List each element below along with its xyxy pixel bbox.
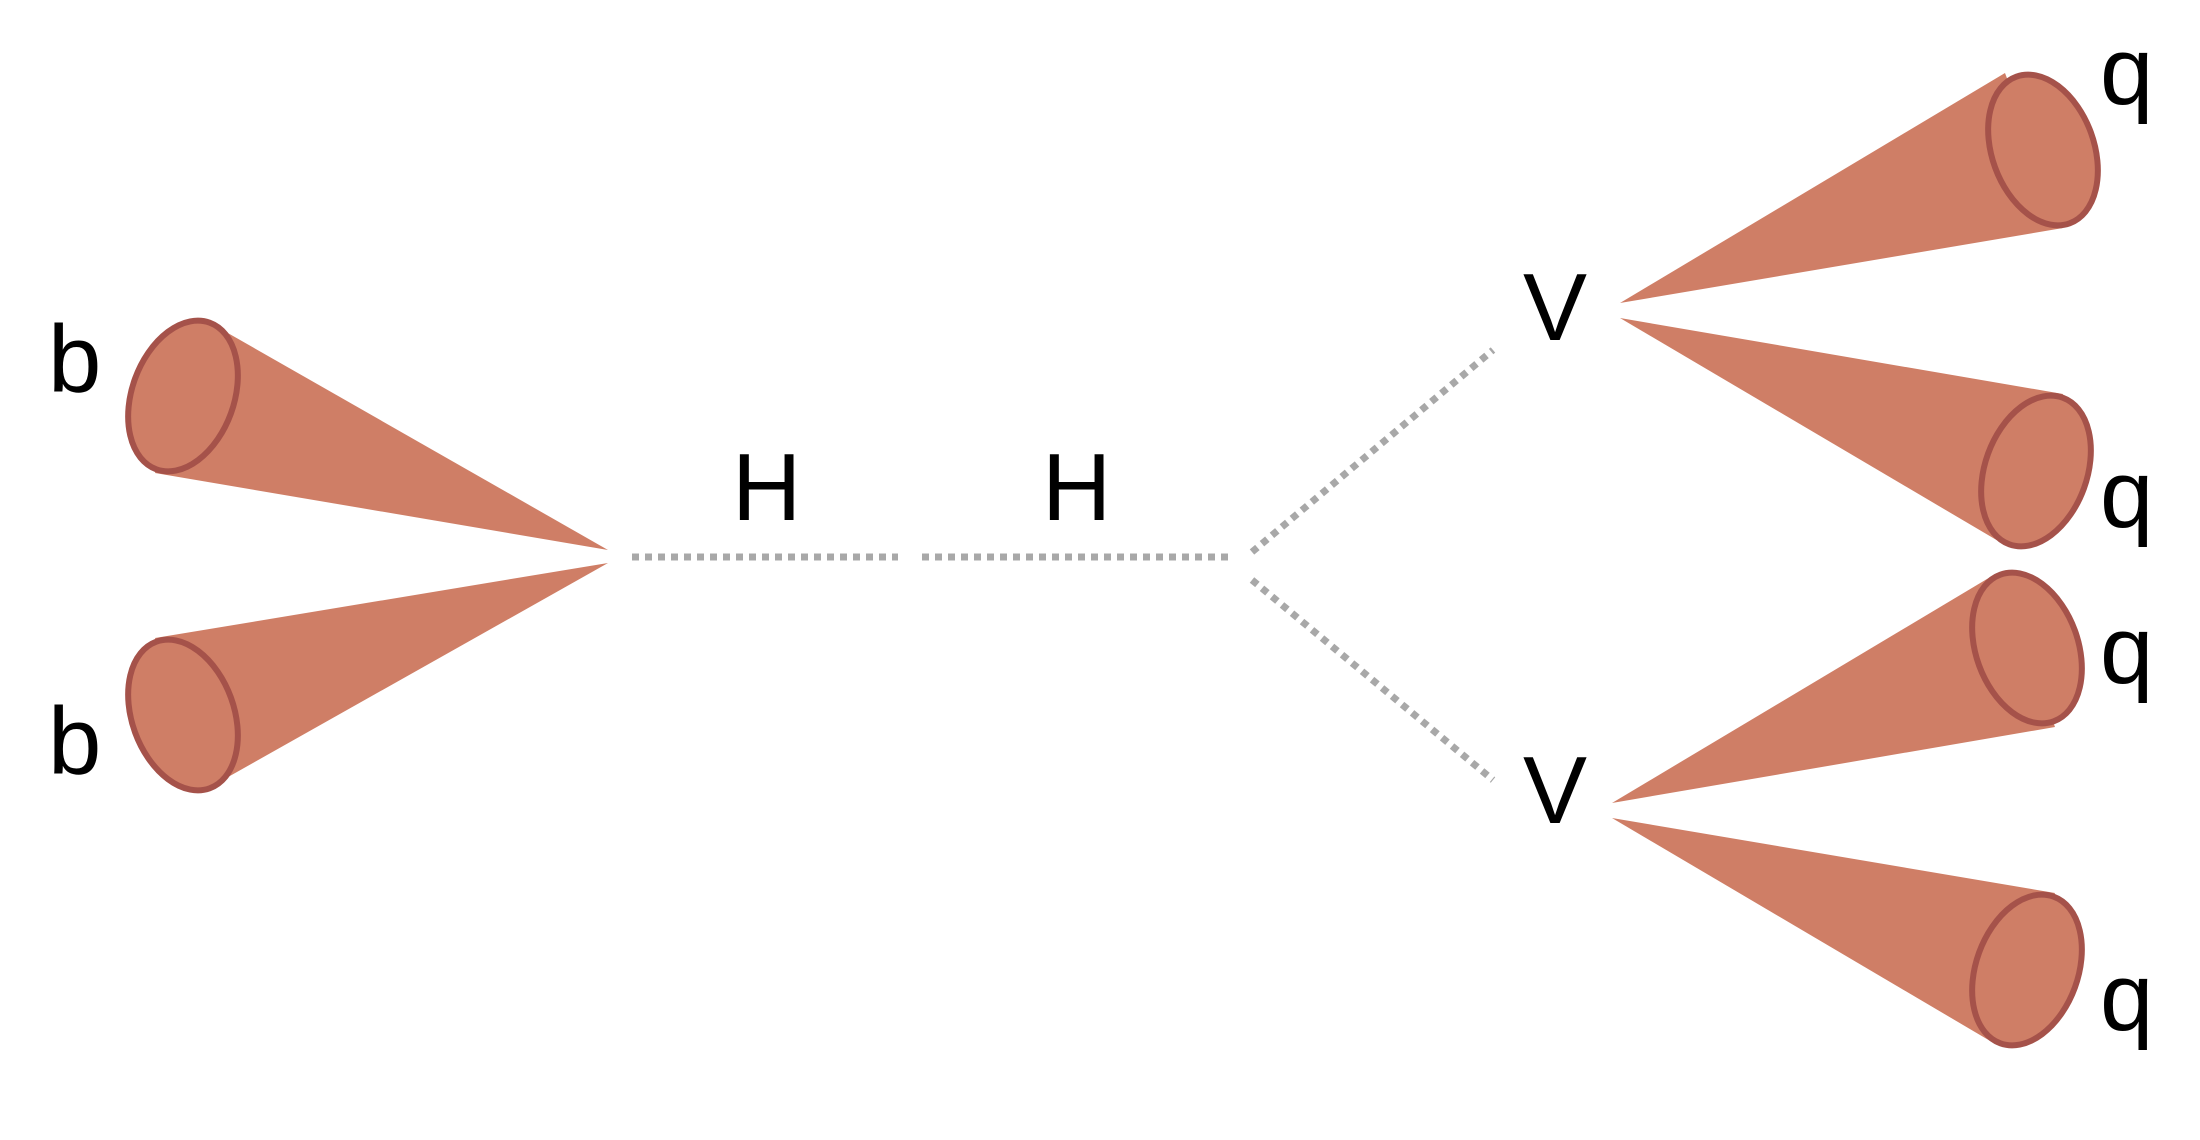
label-v-upper: V (1523, 254, 1587, 361)
b-jet-lower (125, 563, 608, 794)
q-jet-4 (1612, 818, 2085, 1049)
b-jet-upper (125, 317, 608, 550)
label-q-2: q (2100, 441, 2153, 548)
label-b-upper: b (48, 306, 101, 413)
q-jet-2 (1620, 318, 2094, 550)
v-line-upper (1249, 347, 1496, 555)
label-v-lower: V (1523, 737, 1587, 844)
label-q-1: q (2100, 18, 2153, 125)
label-higgs-right: H (1042, 434, 1111, 541)
q-jet-1 (1620, 71, 2101, 303)
vector-boson-propagators (1249, 347, 1496, 783)
label-q-4: q (2100, 944, 2153, 1051)
label-b-lower: b (48, 688, 101, 795)
q-jet-3 (1612, 569, 2085, 803)
label-q-3: q (2100, 597, 2153, 704)
label-higgs-left: H (732, 434, 801, 541)
v-line-lower (1249, 577, 1496, 783)
